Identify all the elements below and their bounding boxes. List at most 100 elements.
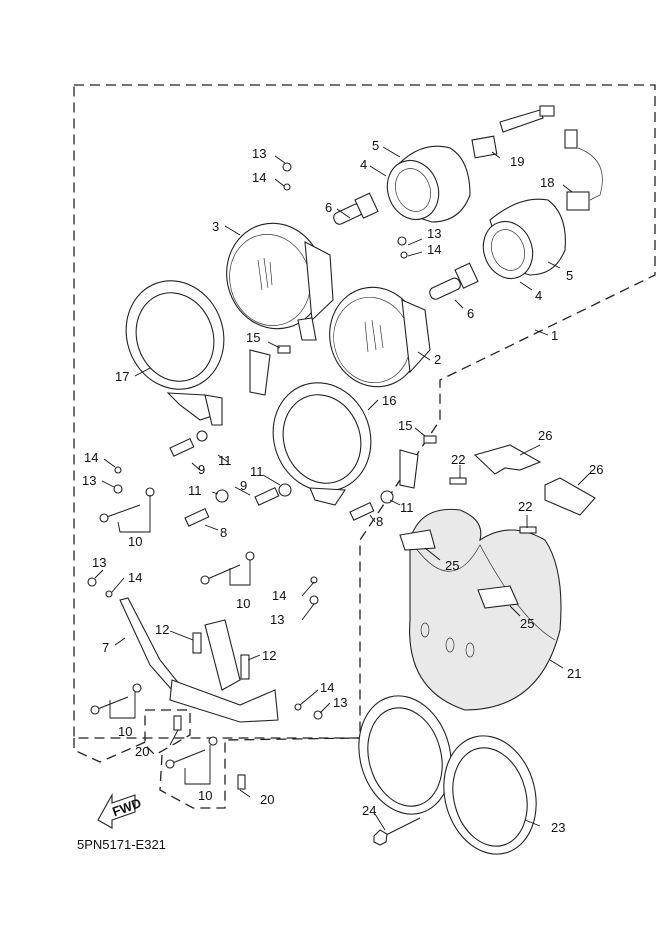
bulb-cover-lower[interactable]: [476, 198, 566, 285]
bracket-right[interactable]: [399, 449, 419, 489]
callout-4[interactable]: 4: [360, 157, 367, 172]
callout-13[interactable]: 13: [82, 473, 96, 488]
screw-10-a[interactable]: [99, 487, 155, 523]
screw-13-c[interactable]: [113, 484, 123, 494]
callout-23[interactable]: 23: [551, 820, 565, 835]
callout-2[interactable]: 2: [434, 352, 441, 367]
bulb-upper[interactable]: [332, 192, 379, 226]
callout-13[interactable]: 13: [92, 555, 106, 570]
callout-13[interactable]: 13: [270, 612, 284, 627]
spring-12-left[interactable]: [192, 632, 202, 654]
lead-wire-19[interactable]: [471, 105, 555, 159]
callout-17[interactable]: 17: [115, 369, 129, 384]
headlight-rim-left[interactable]: [111, 267, 239, 426]
callout-14[interactable]: 14: [320, 680, 334, 695]
bolt-20-b[interactable]: [237, 774, 246, 790]
spring-9-right[interactable]: [254, 486, 280, 506]
callout-1[interactable]: 1: [551, 328, 558, 343]
callout-25[interactable]: 25: [445, 558, 459, 573]
callout-16[interactable]: 16: [382, 393, 396, 408]
bulb-cover-upper[interactable]: [379, 145, 471, 227]
callout-14[interactable]: 14: [272, 588, 286, 603]
headlight-unit-left[interactable]: [215, 212, 335, 341]
callout-9[interactable]: 9: [198, 462, 205, 477]
damper-25-left[interactable]: [399, 529, 436, 551]
spring-8-right[interactable]: [349, 501, 375, 521]
headlight-unit-right[interactable]: [319, 277, 432, 397]
callout-10[interactable]: 10: [198, 788, 212, 803]
callout-12[interactable]: 12: [155, 622, 169, 637]
callout-10[interactable]: 10: [236, 596, 250, 611]
screw-10-c[interactable]: [90, 683, 142, 715]
bolt-15-b[interactable]: [423, 435, 437, 444]
callout-10[interactable]: 10: [128, 534, 142, 549]
screw-10-d[interactable]: [165, 736, 218, 769]
bulb-lower[interactable]: [428, 262, 479, 301]
washer-14-e[interactable]: [310, 576, 318, 584]
washer-14-c[interactable]: [114, 466, 122, 474]
stay-7[interactable]: [119, 597, 181, 691]
nut-11-b[interactable]: [215, 489, 229, 503]
screw-13-a[interactable]: [282, 162, 292, 172]
callout-13[interactable]: 13: [252, 146, 266, 161]
spring-12-right[interactable]: [240, 654, 250, 680]
lead-wire-18[interactable]: [564, 129, 603, 211]
callout-11[interactable]: 11: [400, 500, 414, 515]
callout-11[interactable]: 11: [218, 453, 232, 468]
spring-9-left[interactable]: [169, 437, 195, 457]
callout-15[interactable]: 15: [246, 330, 260, 345]
callout-22[interactable]: 22: [518, 499, 532, 514]
lower-bracket[interactable]: [169, 619, 279, 723]
callout-13[interactable]: 13: [427, 226, 441, 241]
callout-26[interactable]: 26: [538, 428, 552, 443]
callout-11[interactable]: 11: [188, 483, 202, 498]
headlight-rim-right[interactable]: [258, 369, 386, 506]
callout-24[interactable]: 24: [362, 803, 376, 818]
plate-26-upper[interactable]: [473, 444, 542, 475]
washer-14-f[interactable]: [294, 703, 302, 711]
callout-8[interactable]: 8: [376, 514, 383, 529]
callout-7[interactable]: 7: [102, 640, 109, 655]
bolt-15-a[interactable]: [277, 345, 291, 354]
callout-21[interactable]: 21: [567, 666, 581, 681]
bolt-24[interactable]: [373, 817, 421, 846]
callout-14[interactable]: 14: [84, 450, 98, 465]
screw-22-b[interactable]: [519, 526, 537, 534]
callout-9[interactable]: 9: [240, 478, 247, 493]
callout-25[interactable]: 25: [520, 616, 534, 631]
callout-20[interactable]: 20: [260, 792, 274, 807]
screw-13-e[interactable]: [309, 595, 319, 605]
callout-5[interactable]: 5: [566, 268, 573, 283]
screw-13-d[interactable]: [87, 577, 97, 587]
callout-11[interactable]: 11: [250, 464, 264, 479]
callout-5[interactable]: 5: [372, 138, 379, 153]
callout-4[interactable]: 4: [535, 288, 542, 303]
washer-14-a[interactable]: [283, 183, 291, 191]
washer-14-b[interactable]: [400, 251, 408, 259]
callout-6[interactable]: 6: [467, 306, 474, 321]
spring-8-left[interactable]: [184, 507, 210, 527]
callout-26[interactable]: 26: [589, 462, 603, 477]
callout-14[interactable]: 14: [252, 170, 266, 185]
nut-11-c[interactable]: [278, 483, 292, 497]
screw-13-b[interactable]: [397, 236, 407, 246]
callout-18[interactable]: 18: [540, 175, 554, 190]
callout-10[interactable]: 10: [118, 724, 132, 739]
callout-19[interactable]: 19: [510, 154, 524, 169]
nut-11-a[interactable]: [196, 430, 208, 442]
headlight-rim-cover[interactable]: [346, 685, 549, 864]
callout-20[interactable]: 20: [135, 744, 149, 759]
headlight-body-cover[interactable]: [409, 508, 562, 711]
washer-14-d[interactable]: [105, 590, 113, 598]
screw-10-b[interactable]: [200, 551, 255, 585]
callout-15[interactable]: 15: [398, 418, 412, 433]
screw-22-a[interactable]: [449, 477, 467, 485]
callout-12[interactable]: 12: [262, 648, 276, 663]
nut-11-d[interactable]: [380, 490, 394, 504]
callout-14[interactable]: 14: [427, 242, 441, 257]
callout-3[interactable]: 3: [212, 219, 219, 234]
bracket-left[interactable]: [249, 349, 271, 396]
bolt-20-a[interactable]: [173, 715, 182, 731]
callout-6[interactable]: 6: [325, 200, 332, 215]
callout-13[interactable]: 13: [333, 695, 347, 710]
